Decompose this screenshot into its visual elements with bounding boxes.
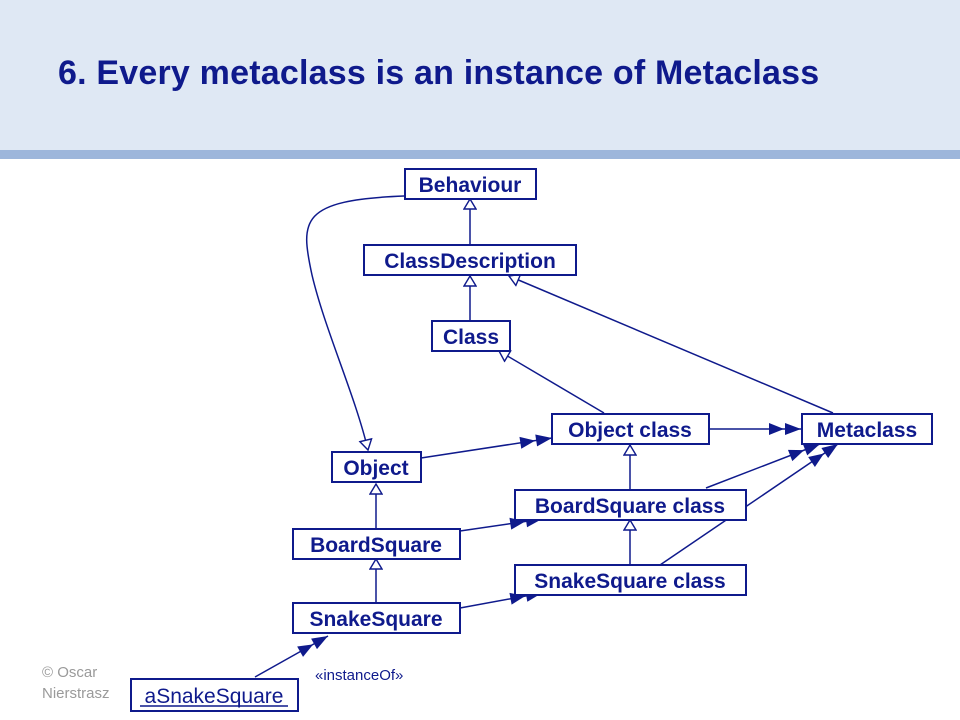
header-divider: [0, 150, 960, 159]
edge-boardsquareclass-instanceof-metaclass: [705, 443, 821, 489]
node-boardsquare-class-label: BoardSquare class: [535, 495, 725, 518]
node-snakesquare: SnakeSquare: [292, 602, 461, 634]
node-boardsquare-label: BoardSquare: [310, 534, 442, 557]
node-classdescription-label: ClassDescription: [384, 250, 556, 273]
node-class-label: Class: [443, 326, 499, 349]
node-metaclass-label: Metaclass: [817, 419, 917, 442]
node-asnakesquare-label: aSnakeSquare: [145, 685, 284, 708]
edge-behaviour-to-object: [306, 195, 405, 450]
node-boardsquare: BoardSquare: [292, 528, 461, 560]
node-object-label: Object: [343, 457, 408, 480]
node-snakesquare-label: SnakeSquare: [309, 608, 442, 631]
node-boardsquare-class: BoardSquare class: [514, 489, 747, 521]
node-metaclass: Metaclass: [801, 413, 933, 445]
slide-header: [0, 0, 960, 150]
node-class: Class: [431, 320, 511, 352]
copyright-line-1: © Oscar: [42, 664, 98, 681]
node-object-class-label: Object class: [568, 419, 692, 442]
node-snakesquare-class-label: SnakeSquare class: [534, 570, 725, 593]
copyright-line-2: Nierstrasz: [42, 685, 110, 702]
edge-metaclass-to-classdescription: [509, 276, 834, 414]
node-asnakesquare: aSnakeSquare: [130, 678, 299, 712]
edge-asnakesquare-instanceof-snakesquare: [254, 635, 329, 678]
edge-object-instanceof-objectclass: [420, 434, 553, 459]
node-object-class: Object class: [551, 413, 710, 445]
copyright-notice: © Oscar Nierstrasz: [42, 662, 122, 704]
edge-snakesquareclass-instanceof-metaclass: [659, 443, 839, 566]
node-snakesquare-class: SnakeSquare class: [514, 564, 747, 596]
instanceof-stereotype-label: «instanceOf»: [315, 667, 403, 684]
node-behaviour: Behaviour: [404, 168, 537, 200]
edge-objectclass-to-class: [499, 351, 605, 414]
node-behaviour-label: Behaviour: [419, 174, 522, 197]
node-classdescription: ClassDescription: [363, 244, 577, 276]
slide-title: 6. Every metaclass is an instance of Met…: [58, 54, 820, 92]
node-object: Object: [331, 451, 422, 483]
